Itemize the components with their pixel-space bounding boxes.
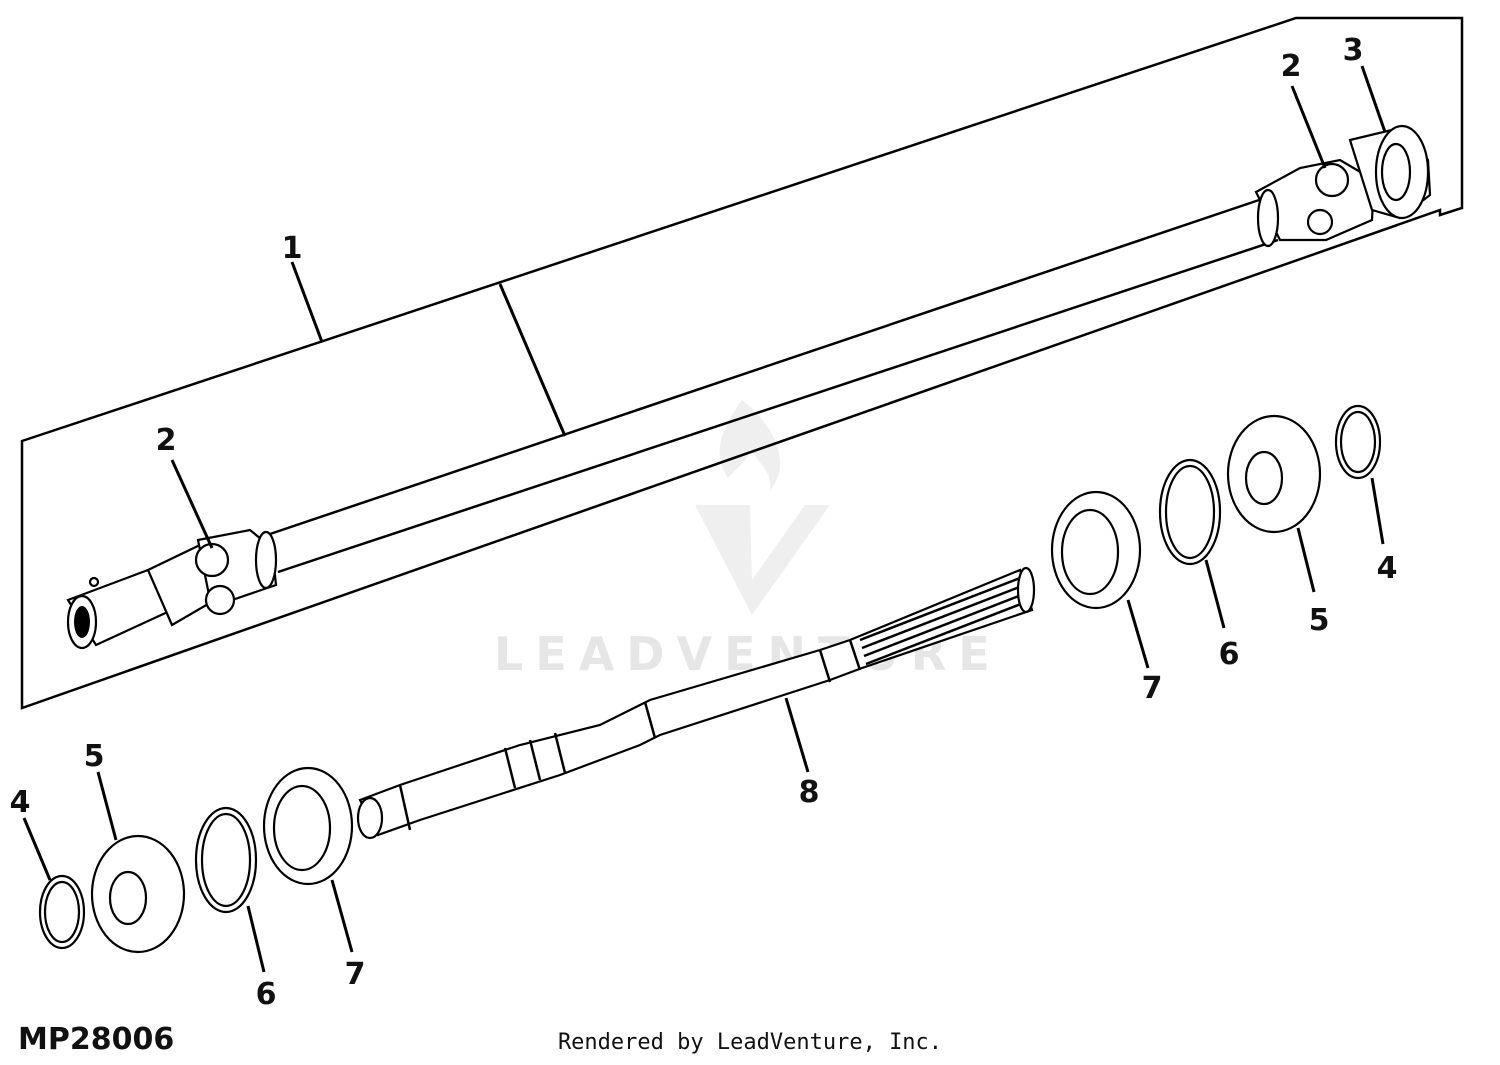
callouts: 1 2 2 3 4 5 6 7 8 4 5 6 7 xyxy=(10,33,1398,1012)
callout-2-right: 2 xyxy=(1281,49,1302,84)
shaft-left-end xyxy=(66,528,278,650)
callout-3: 3 xyxy=(1343,33,1364,68)
callout-7-left: 7 xyxy=(345,957,366,992)
callout-5-right: 5 xyxy=(1309,603,1330,638)
callout-6-left: 6 xyxy=(256,977,277,1012)
right-bearing-7 xyxy=(1050,490,1142,610)
callout-5-left: 5 xyxy=(84,739,105,774)
callout-4-right: 4 xyxy=(1377,551,1398,586)
figure-id: MP28006 xyxy=(18,1022,175,1057)
shaft-right-end xyxy=(1254,124,1432,248)
right-snap-ring-4 xyxy=(1334,404,1382,480)
callout-7-right: 7 xyxy=(1142,671,1163,706)
callout-6-right: 6 xyxy=(1219,637,1240,672)
leader-lines xyxy=(22,65,1387,973)
splined-shaft xyxy=(356,566,1036,840)
callout-2-left: 2 xyxy=(156,423,177,458)
callout-8: 8 xyxy=(799,775,820,810)
left-ring-6 xyxy=(194,806,258,914)
assembly-outline xyxy=(20,16,1464,710)
callout-4-left: 4 xyxy=(10,785,31,820)
left-bearing-7 xyxy=(262,766,354,886)
drive-shaft-tube xyxy=(269,195,1279,574)
right-ring-6 xyxy=(1158,458,1222,566)
left-seal-5 xyxy=(90,834,186,954)
right-seal-5 xyxy=(1226,414,1322,534)
render-credit: Rendered by LeadVenture, Inc. xyxy=(557,1030,943,1055)
callout-1: 1 xyxy=(282,231,303,266)
spline-teeth xyxy=(859,576,1027,666)
left-snap-ring-4 xyxy=(38,874,86,950)
